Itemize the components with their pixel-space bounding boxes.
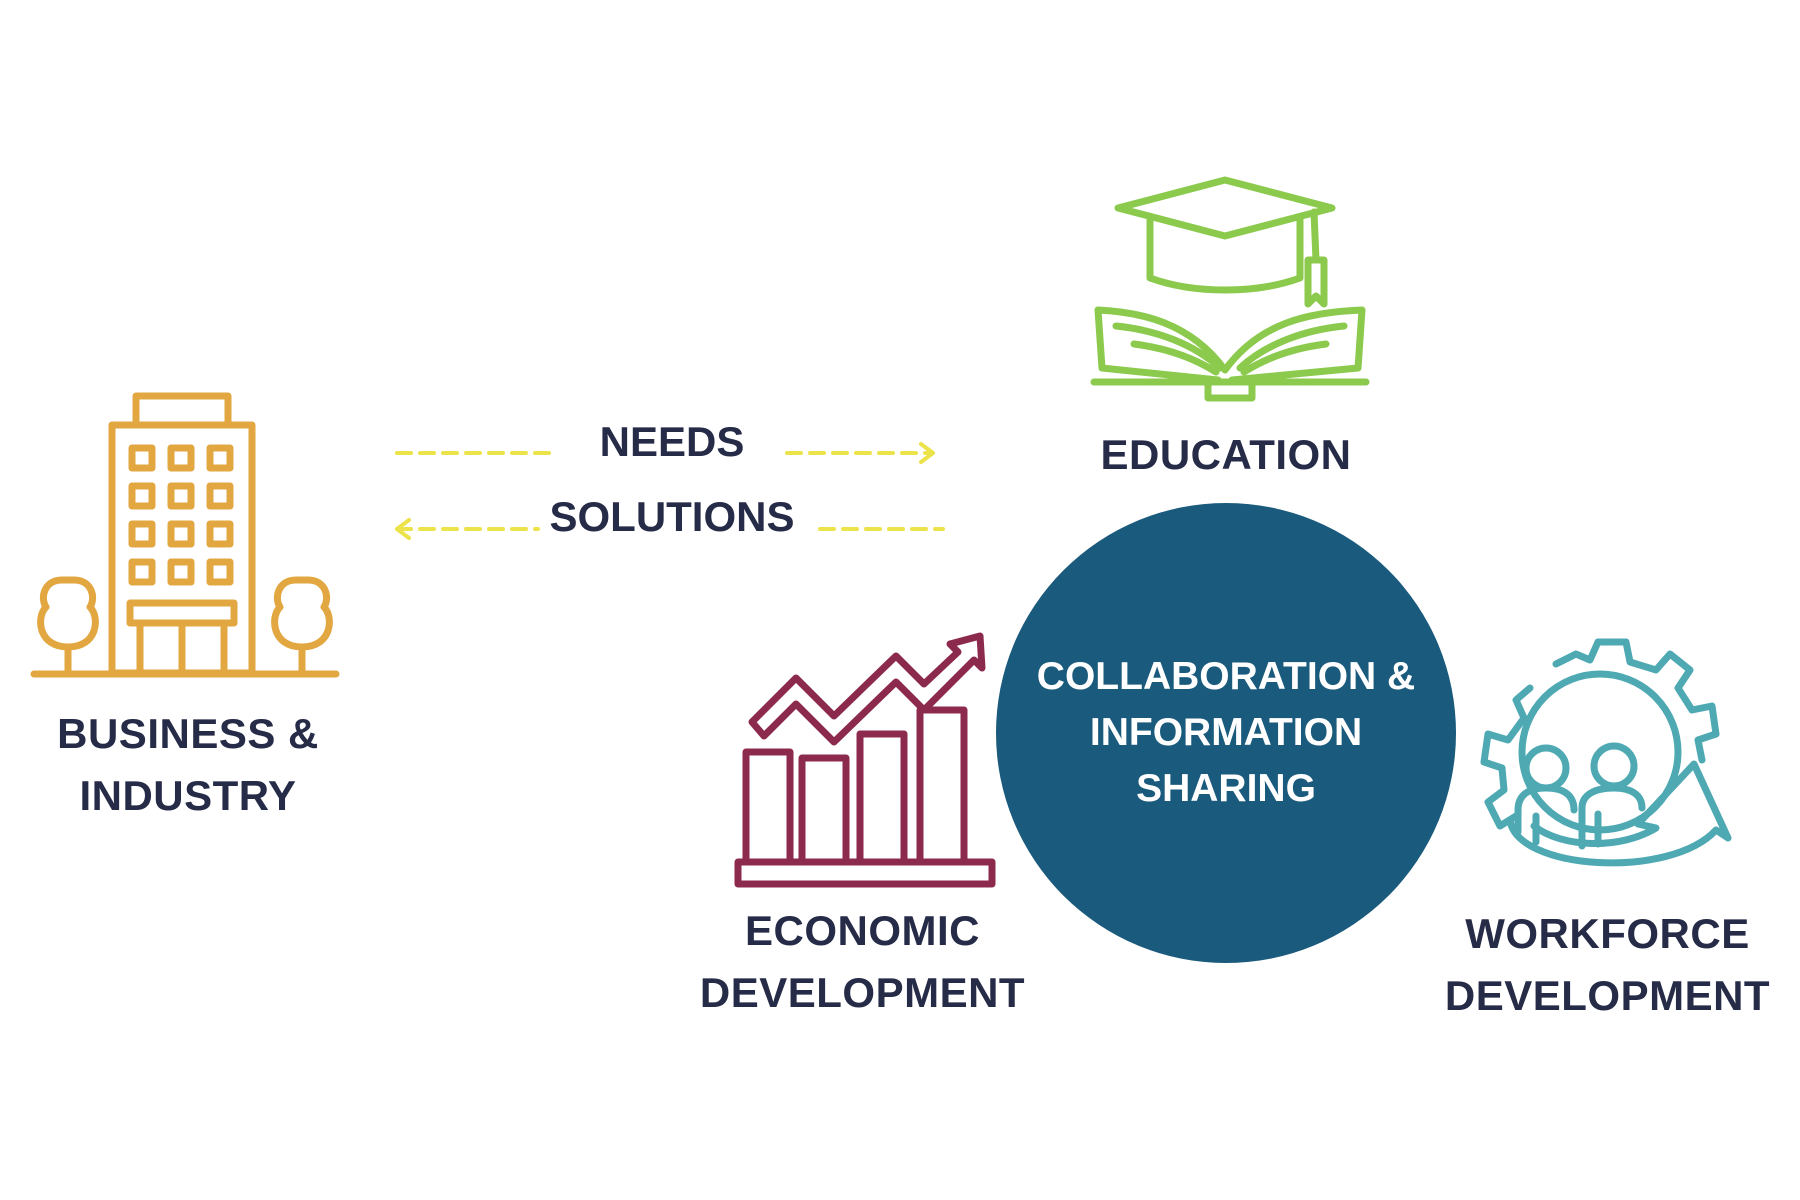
solutions-label: SOLUTIONS: [549, 493, 795, 540]
economic-development-label: ECONOMIC DEVELOPMENT: [675, 900, 1050, 1024]
hub-line-1: COLLABORATION &: [1036, 655, 1416, 698]
business-industry-label: BUSINESS & INDUSTRY: [28, 703, 348, 827]
economic-label-line-1: ECONOMIC: [745, 907, 980, 954]
workforce-label-line-2: DEVELOPMENT: [1444, 972, 1771, 1019]
growth-bar-chart-icon: [734, 632, 996, 888]
hub-line-2: INFORMATION: [1089, 711, 1363, 754]
gear-people-icon: [1480, 638, 1732, 867]
graduation-cap-open-book-icon: [1090, 176, 1370, 402]
solutions-arrow: [395, 518, 945, 540]
economic-label-line-2: DEVELOPMENT: [699, 969, 1026, 1016]
collaboration-hub: COLLABORATION & INFORMATION SHARING: [996, 503, 1456, 963]
business-label-line-2: INDUSTRY: [79, 772, 297, 819]
business-label-line-1: BUSINESS &: [57, 710, 319, 757]
needs-label: NEEDS: [599, 418, 745, 465]
needs-arrow: [395, 442, 935, 464]
workforce-development-label: WORKFORCE DEVELOPMENT: [1420, 903, 1795, 1027]
office-building-with-trees-icon: [30, 392, 340, 678]
education-label: EDUCATION: [1076, 424, 1376, 486]
hub-line-3: SHARING: [1136, 767, 1316, 810]
education-label-line-1: EDUCATION: [1100, 431, 1352, 478]
workforce-label-line-1: WORKFORCE: [1465, 910, 1750, 957]
